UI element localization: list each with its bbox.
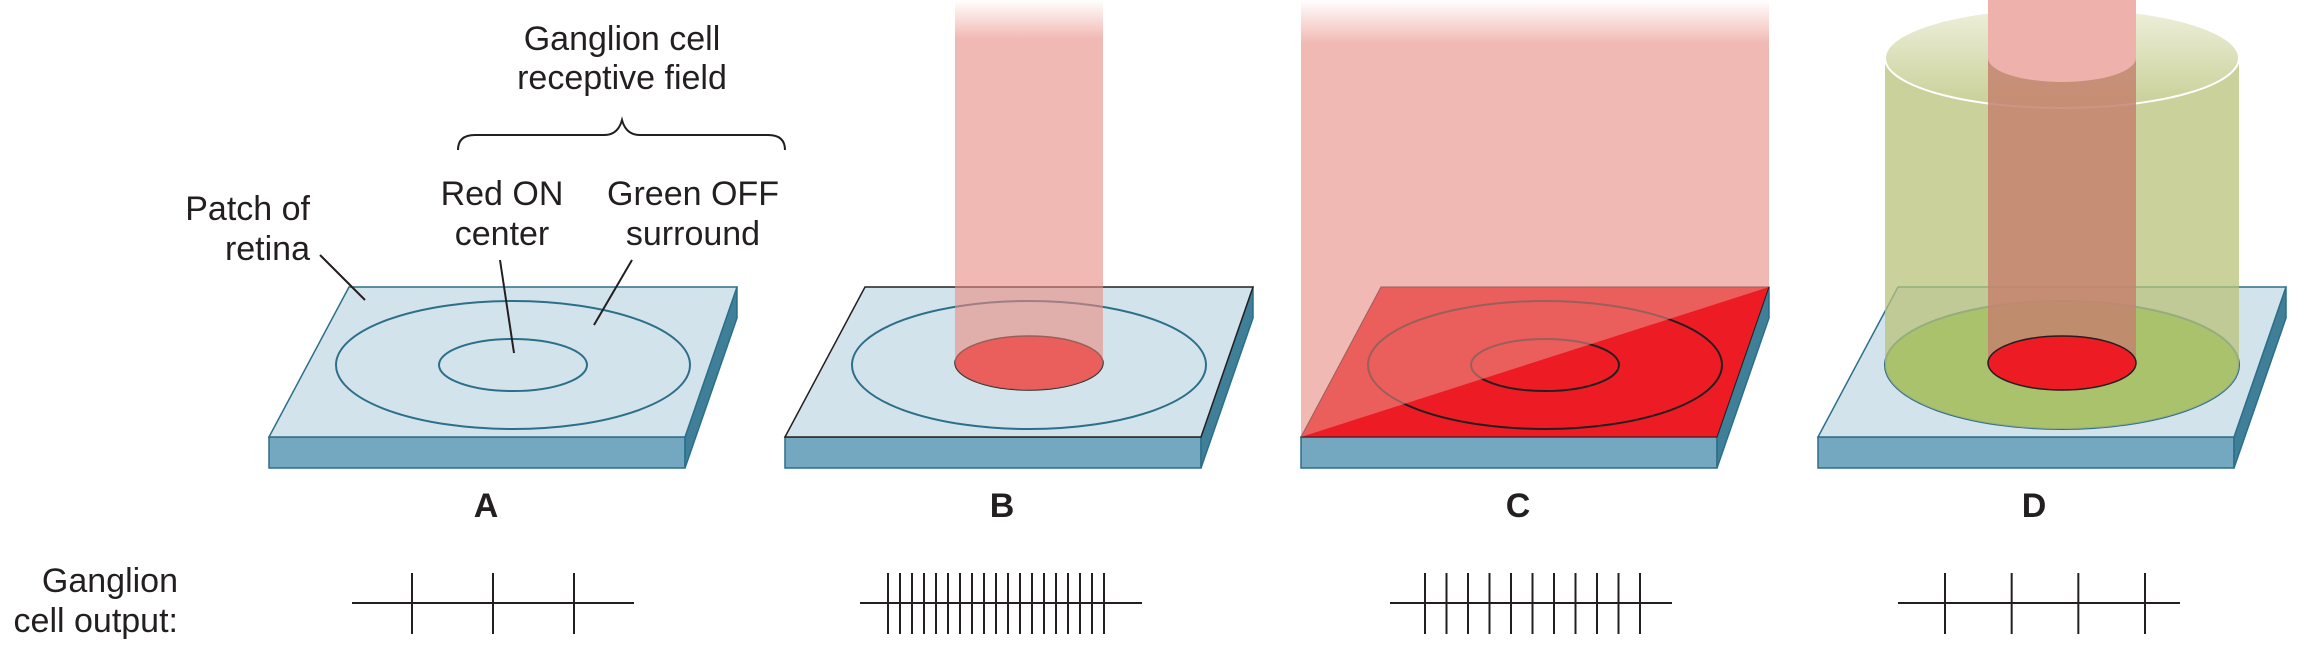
patch-label-1: Patch of: [185, 190, 310, 228]
spike-train-c: [1390, 573, 1672, 634]
panel-b: B: [783, 0, 1255, 525]
red-light-wide-beam: [1301, 0, 1769, 437]
panel-letter-c: C: [1506, 487, 1531, 525]
patch-leader-line: [319, 254, 366, 301]
panel-letter-d: D: [2022, 487, 2047, 525]
receptive-field-brace: [457, 116, 786, 151]
spike-trains: [352, 573, 2180, 634]
surround-label-1: Green OFF: [607, 175, 779, 213]
surround-ring: [335, 300, 691, 430]
panel-letter-b: B: [990, 487, 1015, 525]
retina-patch: [267, 286, 739, 469]
center-leader-line: [499, 259, 515, 354]
center-label-2: center: [455, 215, 550, 253]
panel-d: D: [1816, 0, 2288, 525]
center-ring: [438, 338, 588, 392]
panel-a: Ganglion cell receptive field Patch of r…: [185, 20, 786, 525]
spike-train-b: [860, 573, 1142, 634]
patch-label-2: retina: [225, 230, 310, 268]
red-light-beam: [955, 0, 1103, 390]
panel-letter-a: A: [474, 487, 499, 525]
red-light-beam: [1988, 0, 2136, 390]
center-spot-red-visible: [1987, 335, 2137, 391]
center-label-1: Red ON: [441, 175, 564, 213]
receptive-field-label-1: Ganglion cell: [524, 20, 721, 58]
receptive-field-label-2: receptive field: [517, 59, 727, 97]
output-label-1: Ganglion: [42, 562, 178, 600]
red-beam-top-fade: [1988, 0, 2136, 58]
spike-train-a: [352, 573, 634, 634]
panel-c: C: [1300, 0, 1770, 525]
spike-train-d: [1898, 573, 2180, 634]
output-label-2: cell output:: [14, 602, 178, 640]
surround-leader-line: [593, 259, 633, 326]
surround-label-2: surround: [626, 215, 760, 253]
